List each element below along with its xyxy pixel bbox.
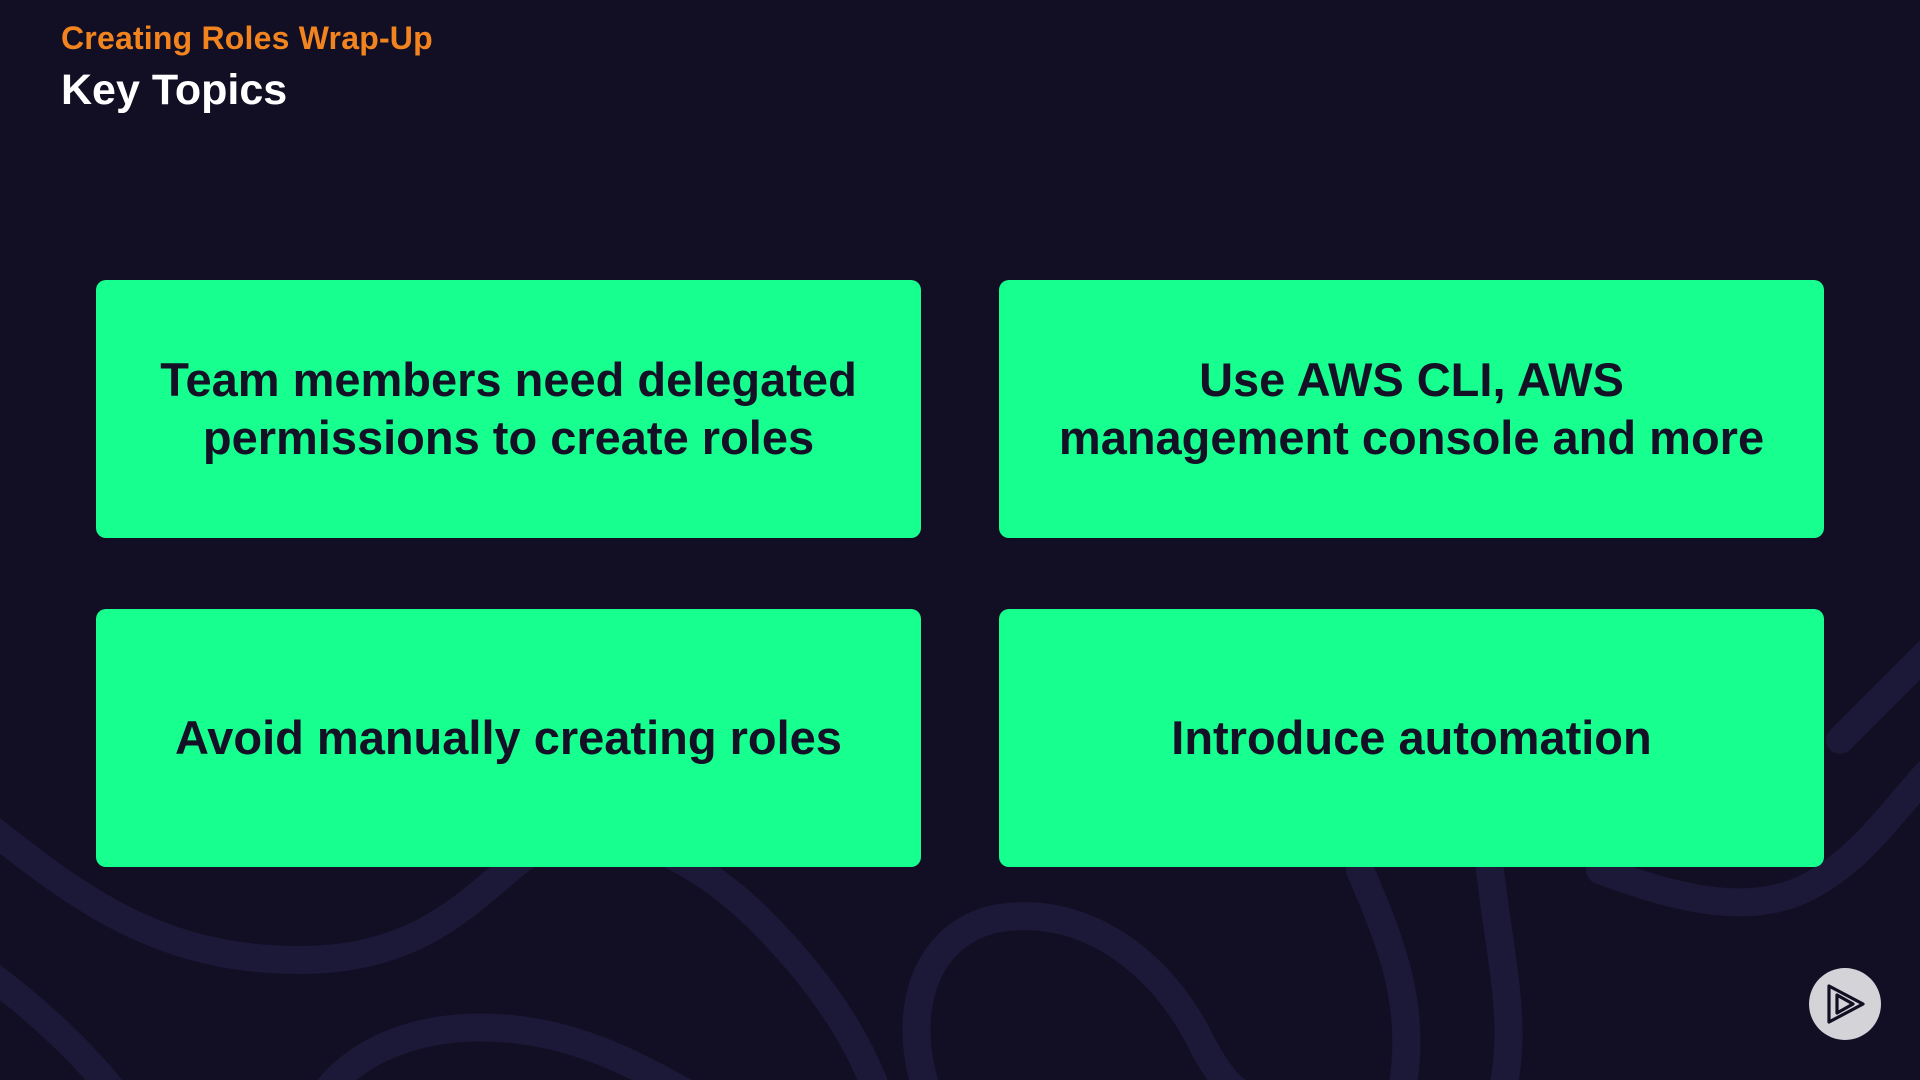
play-button[interactable] (1809, 968, 1881, 1040)
page-title: Key Topics (61, 66, 288, 114)
topic-card-text: Introduce automation (1171, 711, 1652, 764)
topic-card-automation: Introduce automation (999, 609, 1824, 867)
topic-card-text: Team members need delegated permissions … (160, 353, 857, 464)
topic-card-delegated-permissions: Team members need delegated permissions … (96, 280, 921, 538)
topic-card-avoid-manual: Avoid manually creating roles (96, 609, 921, 867)
section-kicker: Creating Roles Wrap-Up (61, 20, 433, 56)
topic-card-text: Use AWS CLI, AWS management console and … (1058, 353, 1765, 464)
play-logo-icon (1827, 984, 1865, 1024)
topic-card-aws-tools: Use AWS CLI, AWS management console and … (999, 280, 1824, 538)
topic-card-text: Avoid manually creating roles (175, 711, 842, 764)
